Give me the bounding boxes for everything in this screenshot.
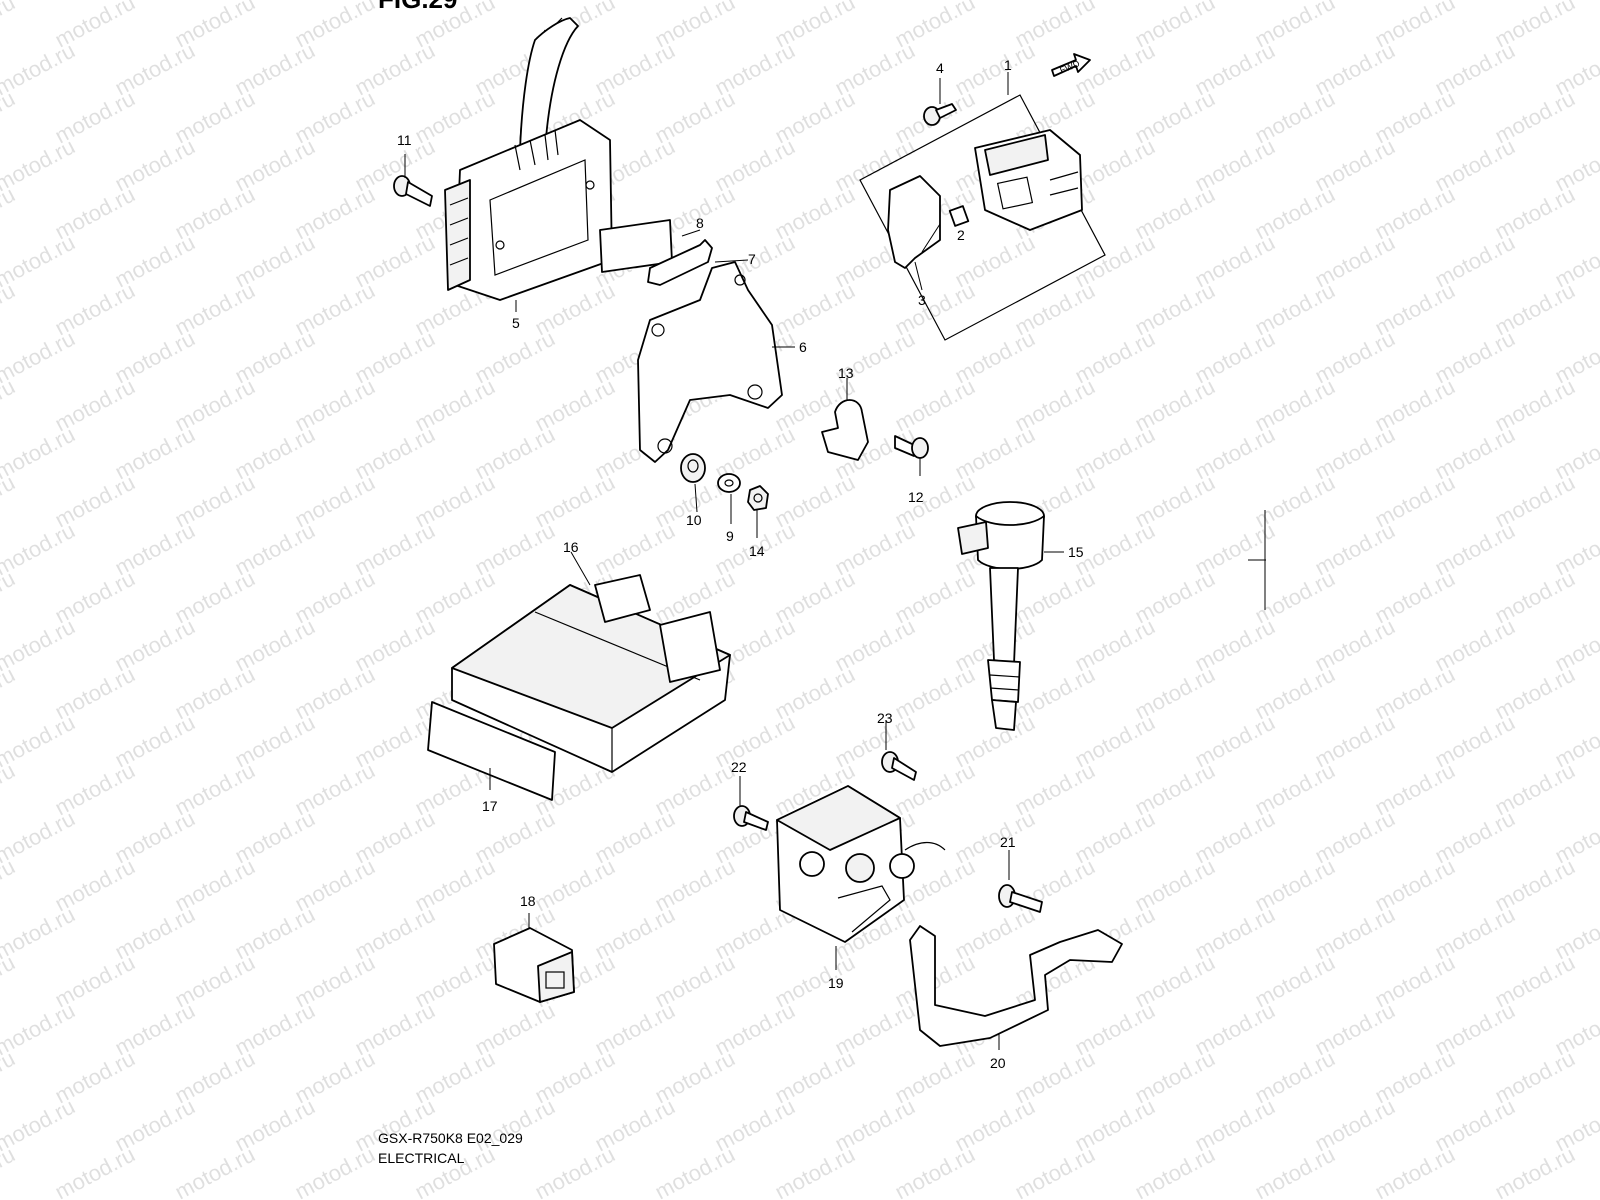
callout-22: 22	[731, 759, 747, 775]
part-9-washer	[717, 473, 741, 493]
callout-23: 23	[877, 710, 893, 726]
part-4-bolt	[923, 103, 957, 126]
part-15-ignition-coil	[957, 501, 1045, 731]
part-13-clamp	[821, 399, 869, 461]
part-23-bolt	[881, 751, 917, 781]
watermark-text: motod.ru	[0, 614, 79, 677]
watermark-text: motod.ru	[1251, 1142, 1339, 1200]
watermark-text: motod.ru	[0, 566, 19, 629]
callout-12: 12	[908, 489, 924, 505]
watermark-text: motod.ru	[0, 950, 19, 1013]
callout-7: 7	[748, 251, 756, 267]
watermark-text: motod.ru	[531, 1142, 619, 1200]
part-12-bolt	[894, 435, 929, 459]
watermark-text: motod.ru	[0, 86, 19, 149]
watermark-text: motod.ru	[171, 1142, 259, 1200]
caption-title: ELECTRICAL	[378, 1150, 465, 1166]
callout-2: 2	[957, 227, 965, 243]
part-7-clip	[647, 239, 713, 286]
watermark-text: motod.ru	[0, 806, 79, 869]
part-18-connector	[493, 927, 575, 1003]
watermark-text: motod.ru	[891, 1142, 979, 1200]
watermark-text: motod.ru	[0, 326, 79, 389]
watermark-text: motod.ru	[0, 518, 79, 581]
callout-13: 13	[838, 365, 854, 381]
part-17-label	[427, 701, 556, 801]
watermark-text: motod.ru	[1011, 1142, 1099, 1200]
callout-17: 17	[482, 798, 498, 814]
part-10-grommet	[680, 453, 706, 483]
callout-5: 5	[512, 315, 520, 331]
watermark-text: motod.ru	[771, 1142, 859, 1200]
part-16-ecm	[451, 574, 731, 773]
watermark-text: motod.ru	[0, 902, 79, 965]
callout-16: 16	[563, 539, 579, 555]
part-20-bracket	[909, 925, 1123, 1047]
callout-10: 10	[686, 512, 702, 528]
part-11-bolt	[393, 175, 433, 207]
watermark-text: motod.ru	[0, 1094, 79, 1157]
part-3-cover	[887, 175, 941, 269]
watermark-text: motod.ru	[0, 854, 19, 917]
watermark-text: motod.ru	[0, 1046, 19, 1109]
callout-8: 8	[696, 215, 704, 231]
watermark-text: motod.ru	[0, 998, 79, 1061]
watermark-text: motod.ru	[1491, 1142, 1579, 1200]
callout-9: 9	[726, 528, 734, 544]
part-5-regulator	[444, 17, 613, 301]
watermark-text: motod.ru	[0, 230, 79, 293]
callout-1: 1	[1004, 57, 1012, 73]
part-21-bolt	[998, 884, 1043, 913]
watermark-text: motod.ru	[651, 1142, 739, 1200]
leader-lines	[404, 72, 1266, 1050]
watermark-text: motod.ru	[0, 278, 19, 341]
watermark-text: motod.ru	[0, 0, 19, 52]
watermark-text: motod.ru	[0, 38, 79, 101]
caption-code: GSX-R750K8 E02_029	[378, 1130, 523, 1146]
callout-18: 18	[520, 893, 536, 909]
watermark-text: motod.ru	[0, 710, 79, 773]
watermark-text: motod.ru	[0, 374, 19, 437]
watermark-text: motod.ru	[0, 134, 79, 197]
watermark-text: motod.ru	[0, 422, 79, 485]
part-14-nut	[747, 485, 769, 511]
watermark-text: motod.ru	[1371, 1142, 1459, 1200]
watermark-text: motod.ru	[1131, 1142, 1219, 1200]
figure-label: FIG.29	[378, 0, 457, 14]
watermark-text: motod.ru	[0, 1142, 19, 1200]
callout-6: 6	[799, 339, 807, 355]
watermark-text: motod.ru	[0, 758, 19, 821]
watermark-text: motod.ru	[0, 470, 19, 533]
callout-3: 3	[918, 292, 926, 308]
part-6-bracket	[637, 261, 783, 463]
callout-labels: 1 2 3 4 5 6 7 8 9 10 11 12 13 14 15 16 1…	[397, 57, 1084, 1071]
part-22-bolt	[733, 805, 769, 831]
part-1-relay-assembly	[859, 94, 1106, 341]
watermark-text: motod.ru	[51, 1142, 139, 1200]
watermark-text: motod.ru	[0, 662, 19, 725]
watermark-text: motod.ru	[0, 182, 19, 245]
callout-14: 14	[749, 543, 765, 559]
callout-15: 15	[1068, 544, 1084, 560]
watermark-text: motod.ru	[291, 1142, 379, 1200]
callout-4: 4	[936, 60, 944, 76]
callout-19: 19	[828, 975, 844, 991]
callout-21: 21	[1000, 834, 1016, 850]
part-2-fuse	[948, 205, 970, 227]
part-19-starter-relay	[776, 785, 946, 943]
callout-20: 20	[990, 1055, 1006, 1071]
callout-11: 11	[397, 132, 412, 148]
